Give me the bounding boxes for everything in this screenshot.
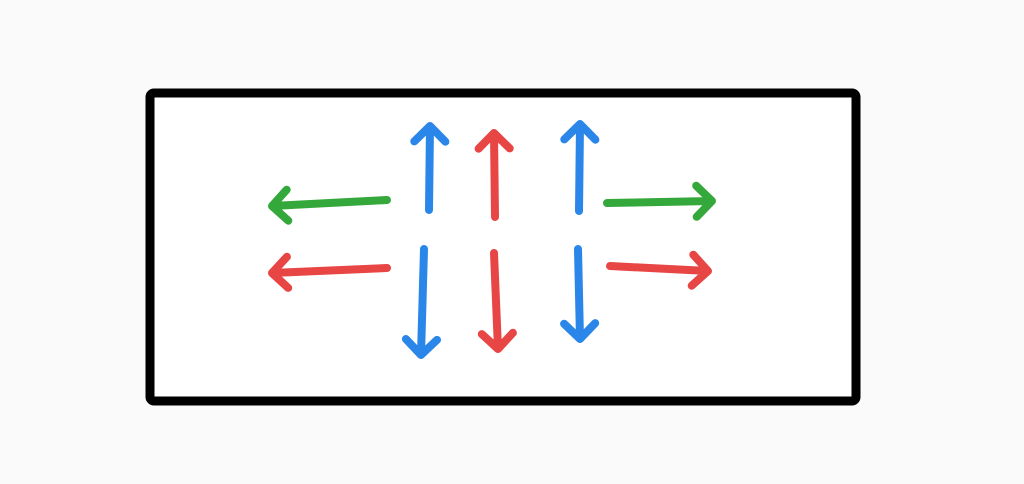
diagram-frame [145, 88, 861, 406]
arrow-left-green [268, 185, 391, 225]
arrow-down-red-center [477, 249, 517, 353]
arrow-left-red-stroke [268, 252, 391, 292]
arrow-up-blue-left [410, 122, 450, 214]
arrow-up-red-center [474, 129, 514, 221]
arrow-left-red [268, 252, 391, 292]
arrow-up-blue-right [560, 120, 600, 215]
arrow-right-green [603, 181, 716, 221]
arrow-down-red-center-stroke [477, 249, 517, 353]
arrows-group [268, 120, 716, 359]
arrow-up-blue-right-stroke [560, 120, 600, 215]
arrow-down-blue-right-stroke [560, 245, 600, 343]
arrow-right-red [606, 250, 712, 290]
arrow-down-blue-left-stroke [401, 245, 441, 359]
arrow-right-red-stroke [606, 250, 712, 290]
arrow-down-blue-right [560, 245, 600, 343]
arrow-right-green-stroke [603, 181, 716, 221]
arrow-up-red-center-stroke [474, 129, 514, 221]
arrow-up-blue-left-stroke [410, 122, 450, 214]
arrow-left-green-stroke [268, 185, 391, 225]
arrow-down-blue-left [401, 245, 441, 359]
